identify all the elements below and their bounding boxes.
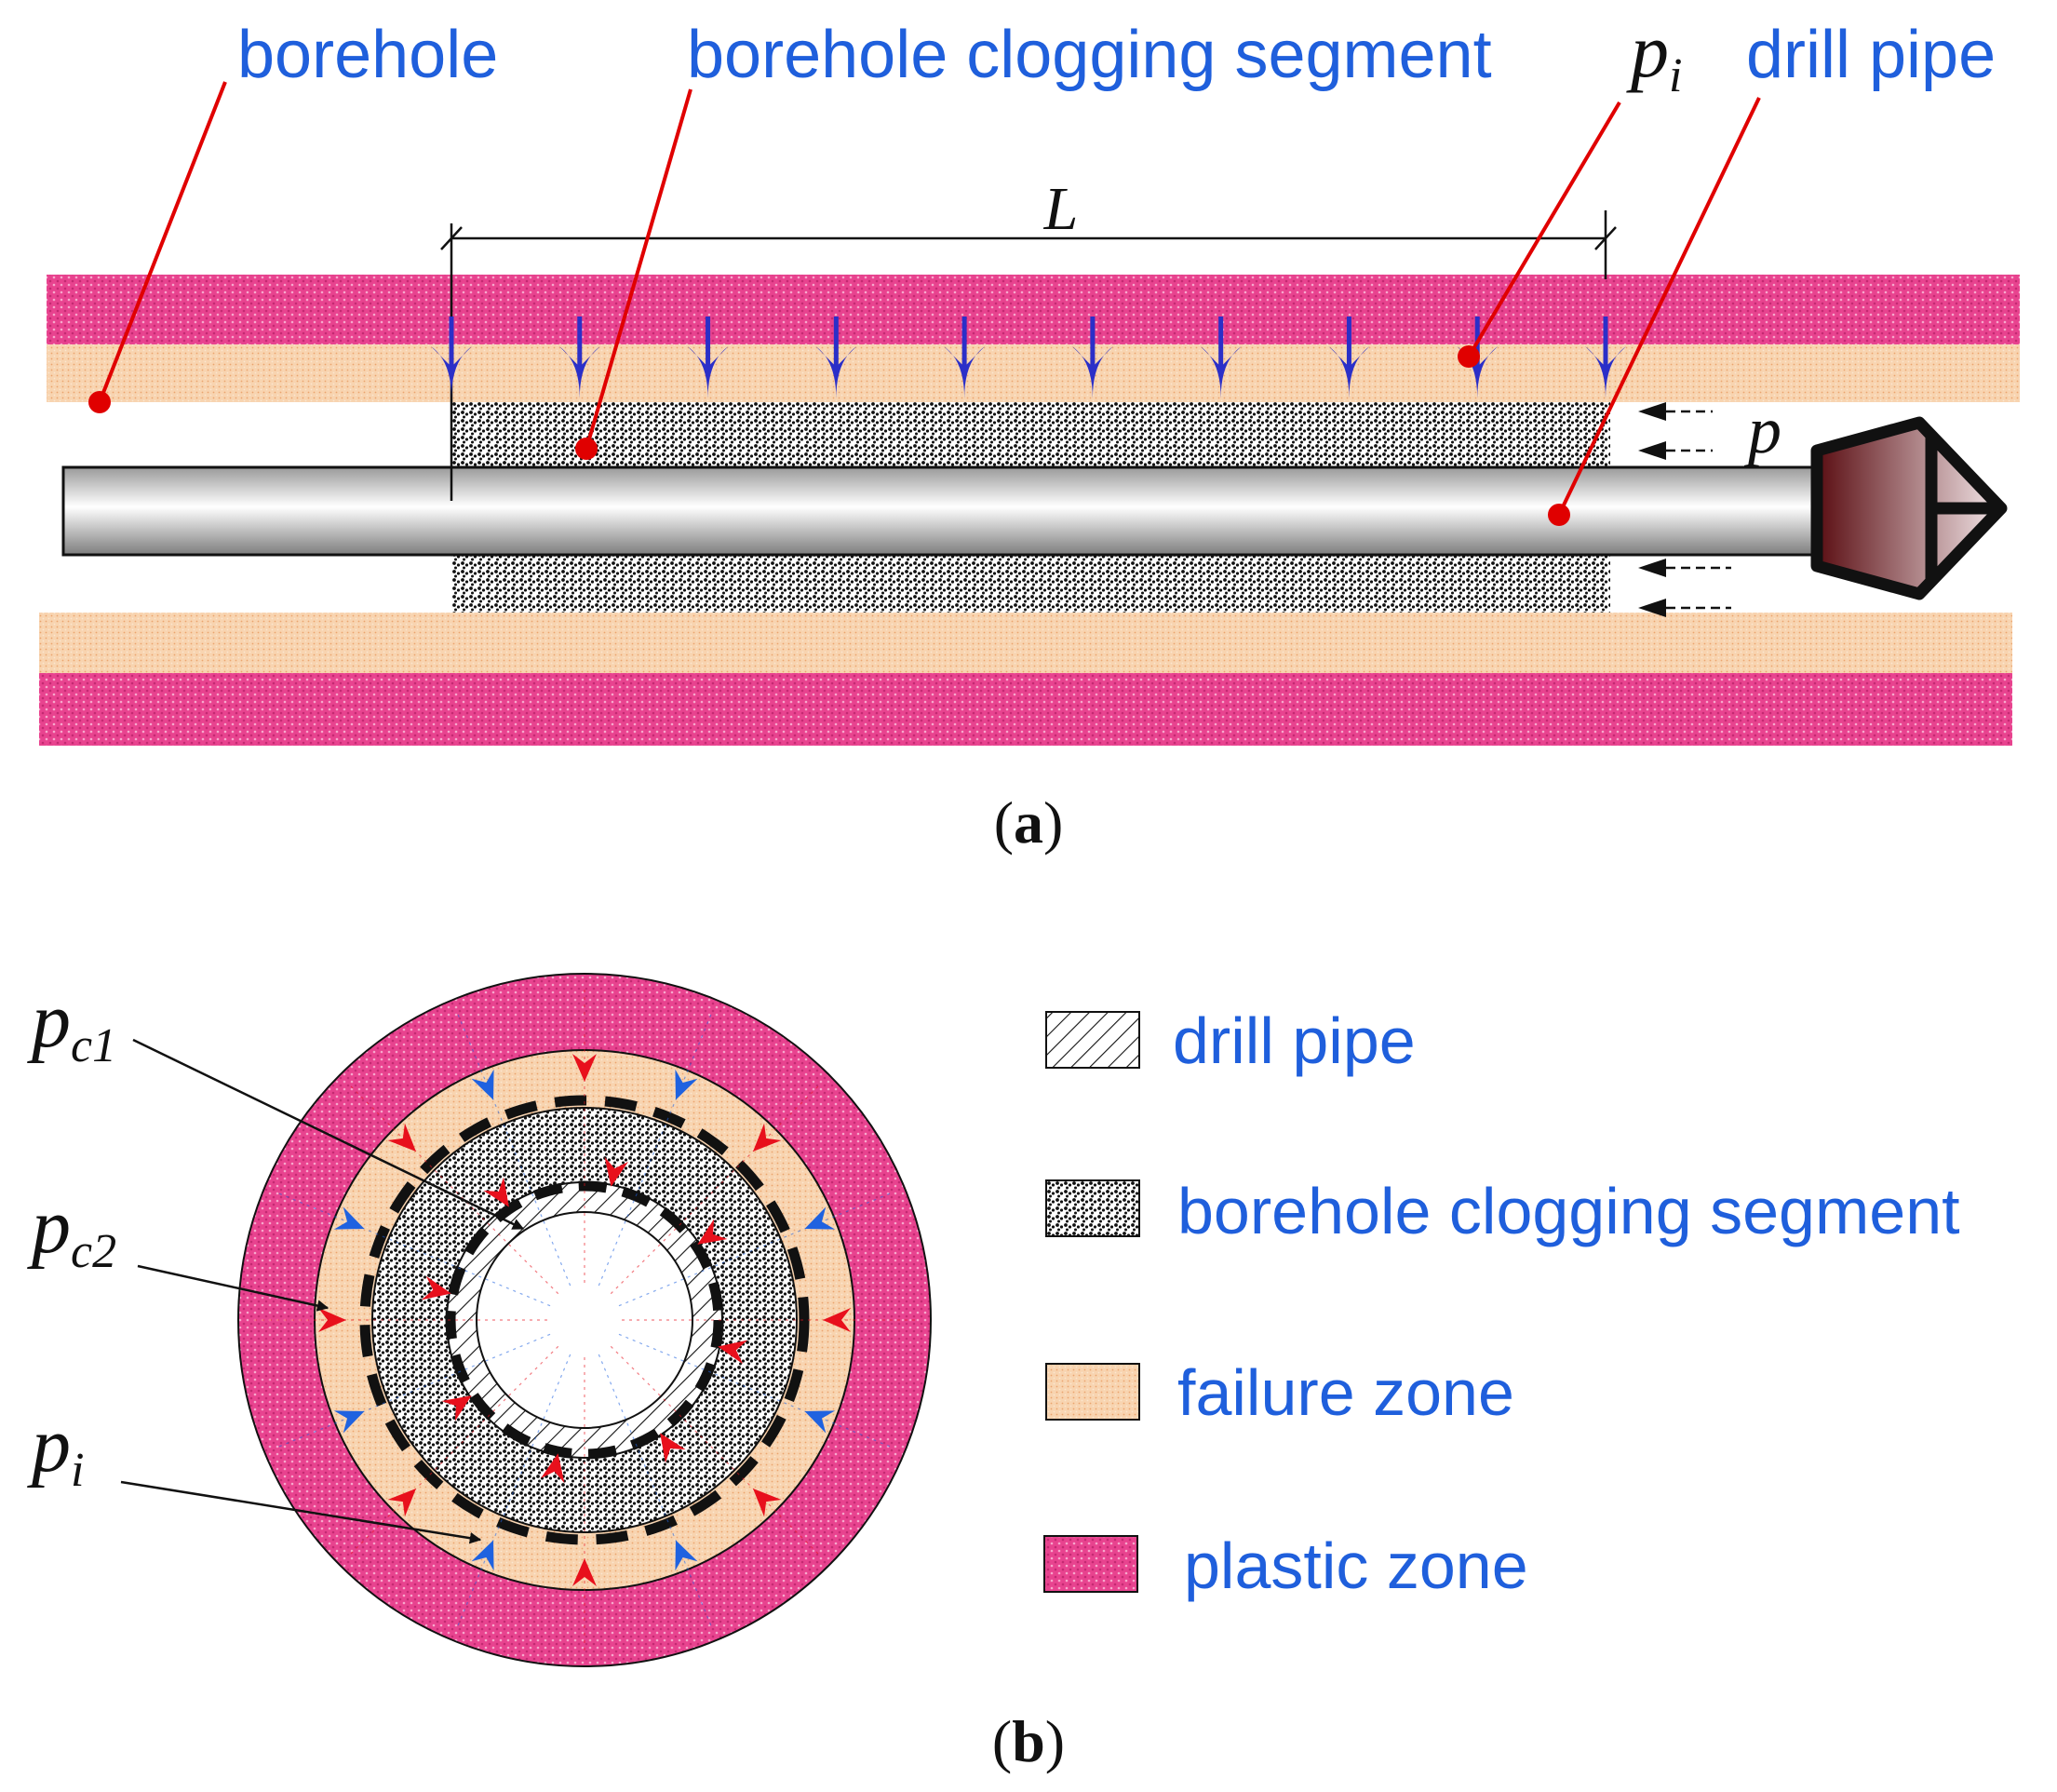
radial-guide-line xyxy=(455,1354,571,1630)
inner-ring-arrow xyxy=(660,1433,686,1463)
outer-ring-arrow xyxy=(823,1308,851,1332)
pressure-arrow xyxy=(558,317,600,398)
svg-text:borehole clogging segment: borehole clogging segment xyxy=(1177,1175,1960,1247)
radial-guide-line xyxy=(618,1191,894,1307)
legend-item-clogging-segment: borehole clogging segment xyxy=(1045,1175,1960,1247)
pressure-arrow xyxy=(815,317,857,398)
callout-clogging-segment: borehole clogging segment xyxy=(575,18,1492,460)
ring-pressure-arrows xyxy=(318,1054,851,1586)
pc2-boundary-dashed xyxy=(359,1095,810,1545)
axial-arrow-lower-1 xyxy=(1638,559,1731,577)
outer-ring-arrow xyxy=(471,1540,494,1571)
svg-text:borehole: borehole xyxy=(237,18,498,92)
drill-bit-icon xyxy=(1810,416,2008,600)
outer-ring-arrow xyxy=(387,1123,416,1152)
radial-guide-line xyxy=(598,1354,714,1630)
svg-text:drill pipe: drill pipe xyxy=(1173,1004,1416,1077)
axial-arrow-lower-2 xyxy=(1638,599,1731,617)
outer-ring-arrow xyxy=(572,1054,597,1082)
axial-pressure-arrows: p xyxy=(1638,393,1781,617)
outer-ring-arrow xyxy=(333,1410,365,1434)
outer-ring-arrow xyxy=(753,1489,782,1517)
radial-guide-line xyxy=(455,1010,571,1287)
legend: drill pipe borehole clogging segment fai… xyxy=(1043,1004,1960,1602)
legend-swatch-failure xyxy=(1045,1363,1140,1421)
radial-guide-line xyxy=(598,1010,714,1287)
svg-text:borehole clogging segment: borehole clogging segment xyxy=(687,18,1492,92)
panel-a-longitudinal-section: L p borehole xyxy=(39,8,2020,856)
pc2-callout: pc2 xyxy=(27,1183,329,1312)
plastic-zone-bottom-band xyxy=(39,673,2012,746)
svg-text:plastic zone: plastic zone xyxy=(1184,1529,1528,1602)
inner-ring-arrow xyxy=(441,1395,472,1421)
legend-swatch-hatch xyxy=(1045,1011,1140,1069)
inner-ring-arrow xyxy=(697,1219,728,1245)
axial-arrow-upper-1 xyxy=(1638,402,1713,421)
drill-pipe-body xyxy=(61,465,1815,557)
pressure-arrow xyxy=(1585,317,1626,398)
inner-ring-arrow xyxy=(483,1177,509,1207)
outer-ring-arrow xyxy=(675,1069,698,1100)
length-dimension: L xyxy=(440,175,1617,250)
failure-zone-top-band xyxy=(47,344,2020,402)
panel-b-label: (b) xyxy=(992,1708,1065,1774)
outer-ring-arrow xyxy=(471,1069,494,1100)
plastic-zone-top-band xyxy=(47,275,2020,344)
svg-text:pc1: pc1 xyxy=(27,977,116,1072)
legend-swatch-dots xyxy=(1045,1179,1140,1237)
callout-drill-pipe: drill pipe xyxy=(1548,18,1996,526)
radial-pressure-arrows xyxy=(431,317,1626,398)
legend-item-failure-zone: failure zone xyxy=(1045,1356,1514,1429)
pressure-arrow xyxy=(1200,317,1242,398)
outer-ring-arrow xyxy=(333,1206,365,1230)
failure-zone-bottom-band xyxy=(39,613,2012,673)
inner-ring-arrow xyxy=(421,1275,451,1300)
length-label-L: L xyxy=(1043,175,1079,243)
pi-callout: pi xyxy=(27,1402,482,1544)
svg-text:pi: pi xyxy=(27,1402,84,1497)
svg-text:pi: pi xyxy=(1626,8,1682,102)
outer-ring-arrow xyxy=(318,1308,346,1332)
svg-text:pc2: pc2 xyxy=(27,1183,116,1278)
legend-item-plastic-zone: plastic zone xyxy=(1043,1529,1528,1602)
radial-guide-lines xyxy=(249,985,920,1655)
panel-a-label: (a) xyxy=(994,789,1064,856)
pressure-arrow xyxy=(687,317,729,398)
svg-text:drill pipe: drill pipe xyxy=(1746,18,1996,92)
pressure-arrow xyxy=(1328,317,1370,398)
panel-b-cross-section: pc1 pc2 pi drill pipe borehole clogging … xyxy=(27,973,1960,1774)
outer-ring-arrow xyxy=(753,1123,782,1152)
clogging-segment-lower xyxy=(451,555,1610,613)
outer-ring-arrow xyxy=(572,1558,597,1586)
axial-pressure-label-p: p xyxy=(1743,393,1781,467)
callout-borehole: borehole xyxy=(88,18,498,413)
radial-guide-line xyxy=(610,1083,822,1295)
radial-guide-line xyxy=(618,1333,894,1449)
pressure-arrow xyxy=(944,317,986,398)
radial-guide-line xyxy=(275,1191,551,1307)
radial-guide-line xyxy=(347,1345,559,1557)
svg-text:failure zone: failure zone xyxy=(1177,1356,1514,1429)
inner-ring-arrow xyxy=(540,1453,565,1484)
pressure-arrow xyxy=(1071,317,1113,398)
outer-ring-arrow xyxy=(387,1489,416,1517)
legend-item-drill-pipe: drill pipe xyxy=(1045,1004,1416,1077)
pressure-arrow xyxy=(431,317,472,398)
axial-arrow-upper-2 xyxy=(1638,441,1713,460)
pc1-callout: pc1 xyxy=(27,977,525,1231)
inner-ring-arrow xyxy=(604,1156,629,1187)
clogging-segment-upper xyxy=(451,402,1610,467)
inner-ring-arrow xyxy=(718,1340,748,1365)
radial-guide-line xyxy=(610,1345,822,1557)
callout-p-i: pi xyxy=(1458,8,1682,368)
radial-guide-line xyxy=(275,1333,551,1449)
legend-swatch-plastic xyxy=(1043,1535,1138,1593)
radial-guide-line xyxy=(347,1083,559,1295)
outer-ring-arrow xyxy=(675,1540,698,1571)
outer-ring-arrow xyxy=(804,1206,836,1230)
outer-ring-arrow xyxy=(804,1410,836,1434)
